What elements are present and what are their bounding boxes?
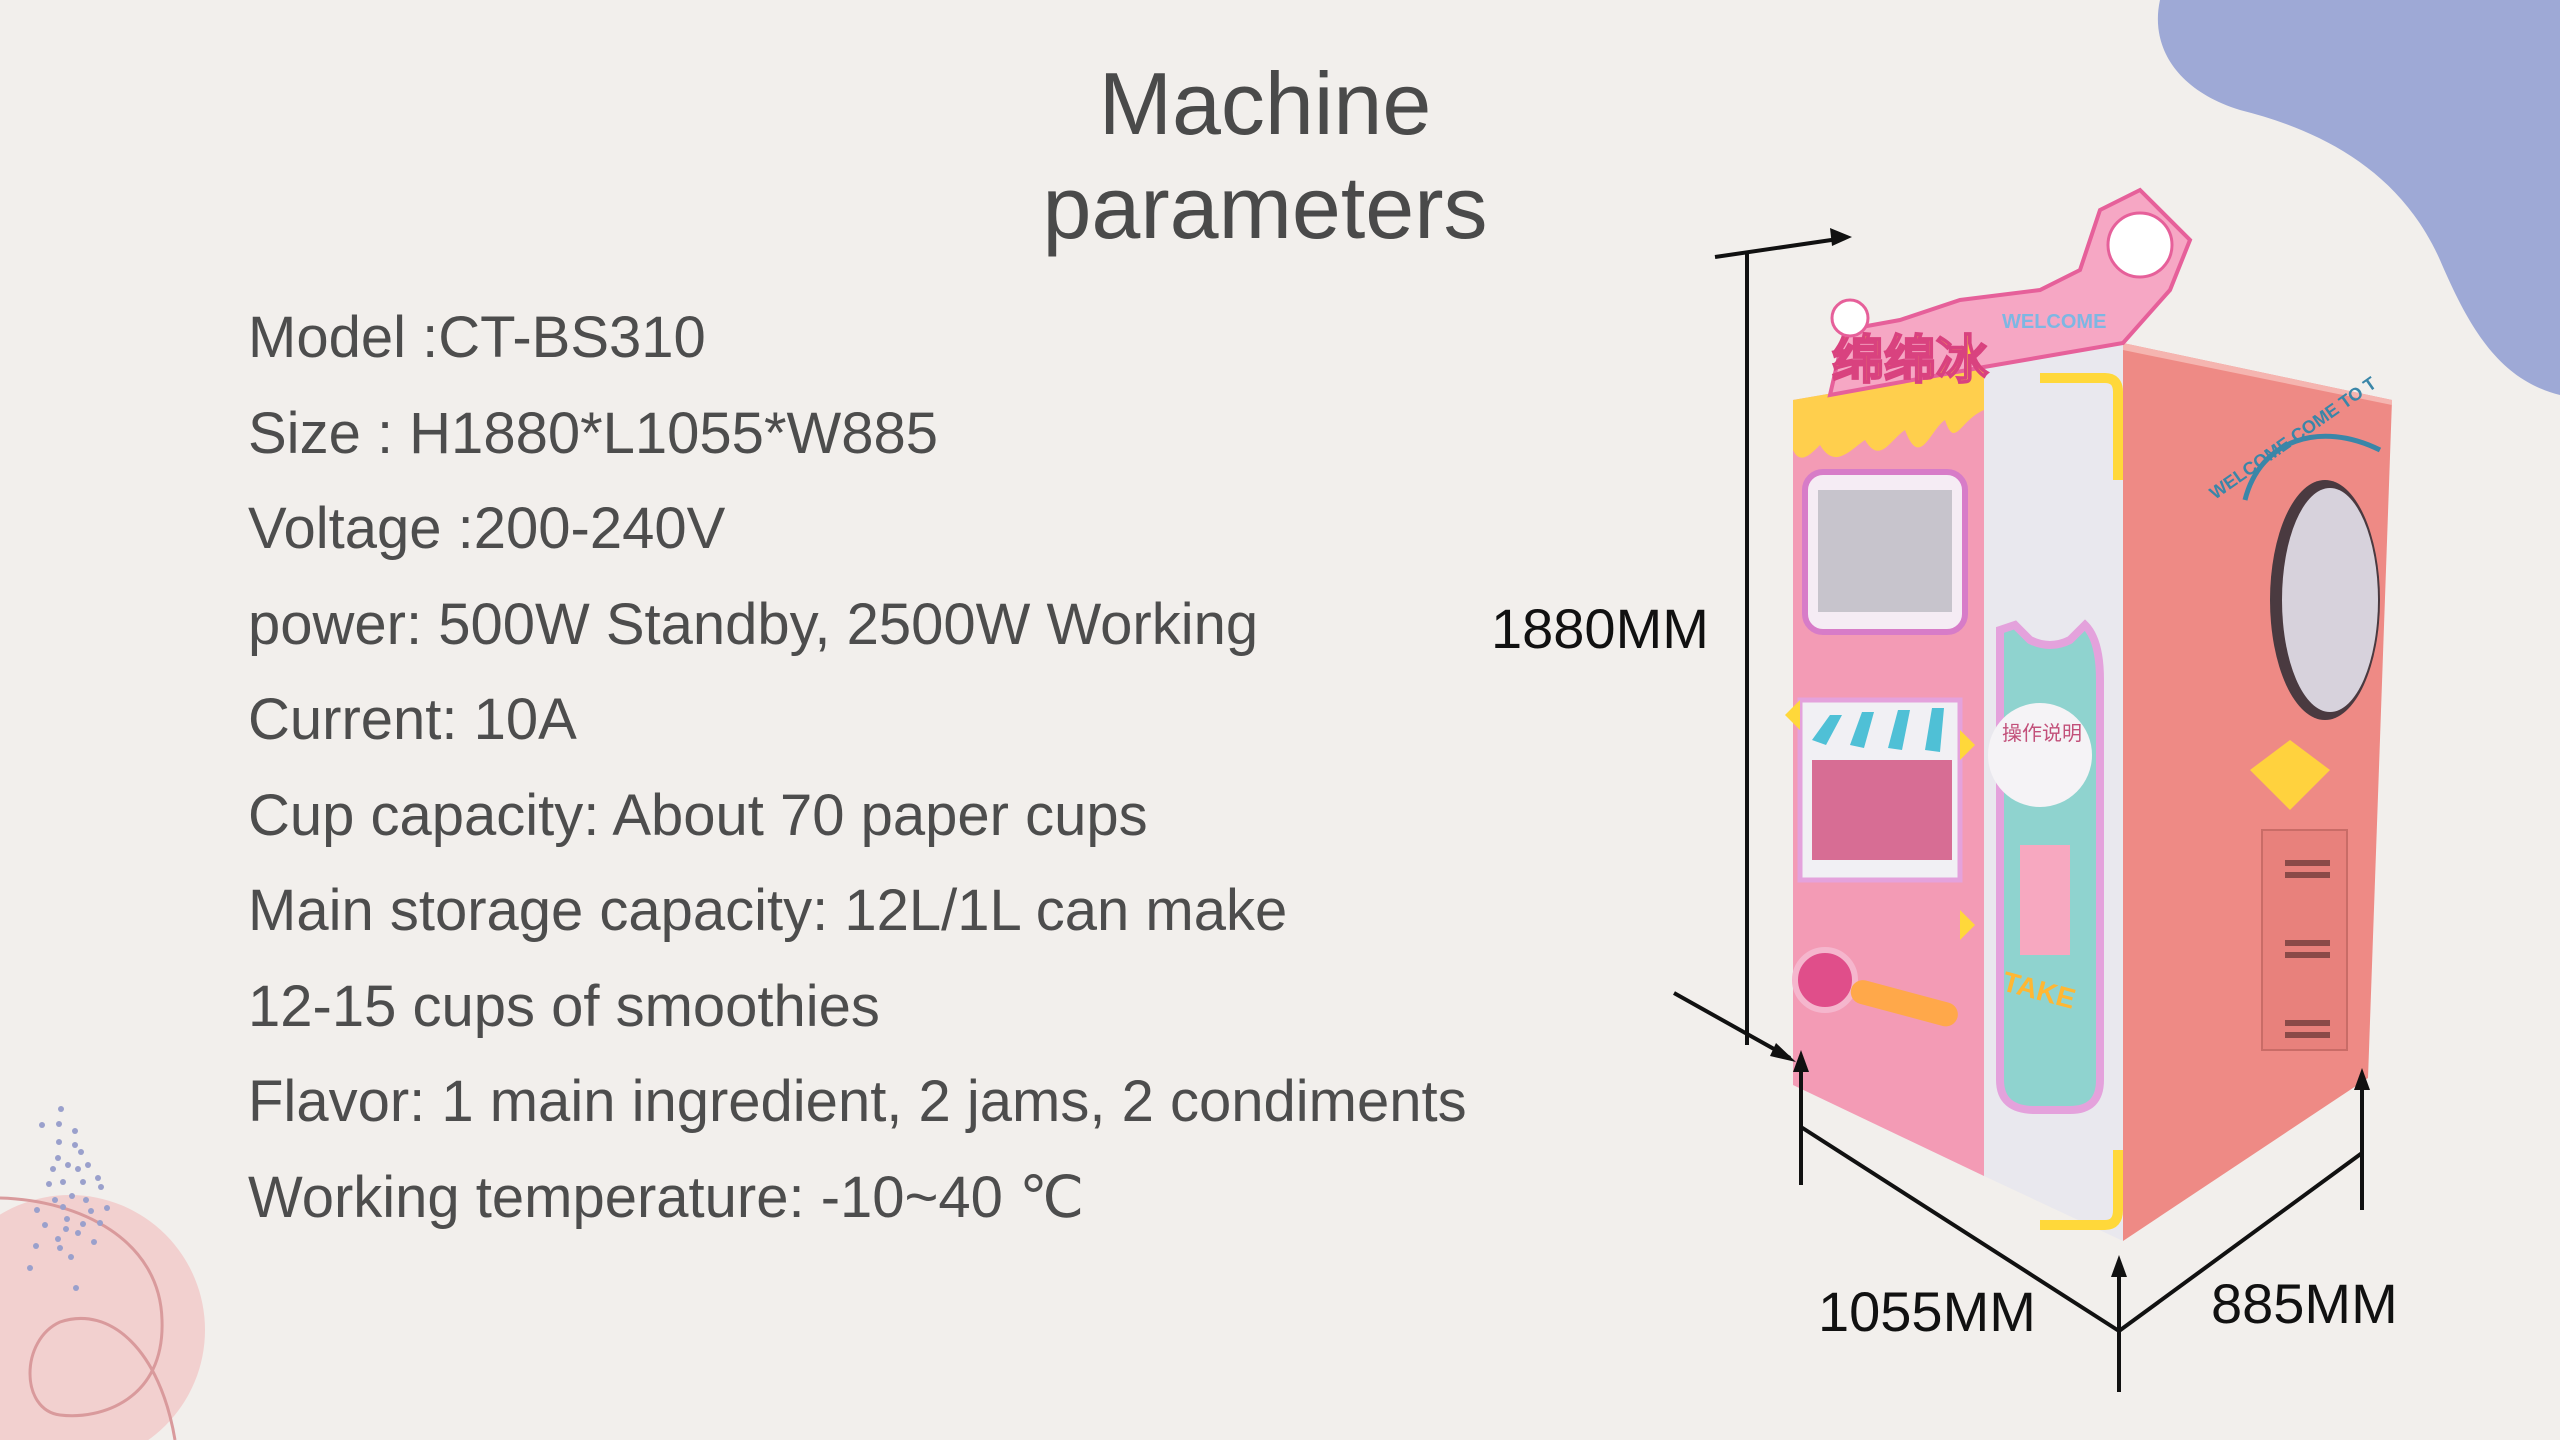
vending-machine-image: WELCOME COME TO T 操作说明 TAKE 绵绵冰 WELCOME	[1785, 187, 2392, 1241]
pink-circle-decoration	[0, 1106, 205, 1440]
spec-voltage: Voltage :200-240V	[248, 496, 726, 561]
height-dimension-label: 1880MM	[1491, 597, 1709, 660]
spec-storage-capacity-cont: 12-15 cups of smoothies	[248, 973, 880, 1039]
spec-size: Size : H1880*L1055*W885	[248, 400, 939, 466]
spec-model: Model :CT-BS310	[248, 305, 706, 370]
title-line-2: parameters	[1042, 158, 1488, 257]
blue-blob-decoration	[2157, 0, 2560, 395]
width-dimension-label: 885MM	[2211, 1272, 2398, 1335]
spec-current: Current: 10A	[248, 687, 577, 752]
spec-working-temperature: Working temperature: -10~40 ℃	[248, 1164, 1085, 1230]
instructions-label: 操作说明	[2002, 722, 2082, 745]
spec-storage-capacity: Main storage capacity: 12L/1L can make	[248, 878, 1288, 943]
spec-cup-capacity: Cup capacity: About 70 paper cups	[248, 782, 1148, 848]
arrow-heads	[1770, 228, 2370, 1277]
dimension-lines	[1673, 236, 2364, 1392]
title-line-1: Machine	[1098, 54, 1432, 153]
spec-flavor: Flavor: 1 main ingredient, 2 jams, 2 con…	[248, 1069, 1467, 1134]
spec-power: power: 500W Standby, 2500W Working	[248, 591, 1259, 657]
page-title: Machine parameters	[960, 52, 1570, 260]
length-dimension-label: 1055MM	[1818, 1280, 2036, 1343]
sign-text: 绵绵冰	[1832, 332, 1989, 390]
spec-list: Model :CT-BS310 Size : H1880*L1055*W885 …	[248, 290, 1467, 1245]
welcome-sign-text: WELCOME	[2002, 311, 2106, 333]
